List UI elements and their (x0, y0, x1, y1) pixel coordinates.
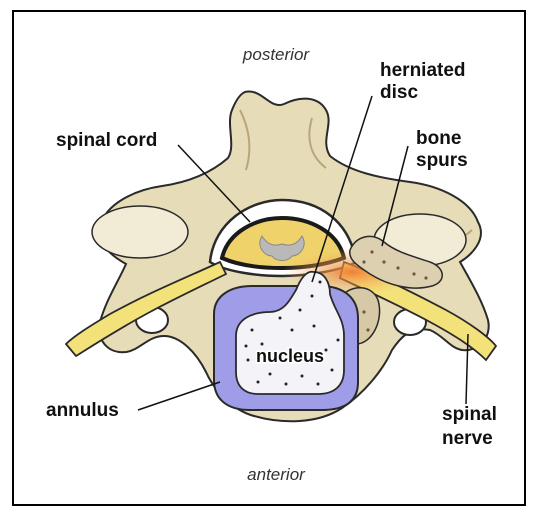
label-herniated-disc-line1: herniated (380, 60, 466, 81)
label-spinal-nerve-line1: spinal (442, 404, 497, 425)
label-bone-spurs-line1: bone (416, 128, 461, 149)
label-spinal-cord: spinal cord (56, 130, 157, 151)
label-spinal-nerve-line2: nerve (442, 428, 493, 449)
left-transverse-lobe (92, 206, 188, 258)
label-posterior: posterior (242, 45, 310, 64)
label-nucleus: nucleus (256, 346, 324, 366)
label-bone-spurs-line2: spurs (416, 150, 468, 171)
label-anterior: anterior (247, 465, 306, 484)
label-annulus: annulus (46, 400, 119, 421)
leader-annulus (138, 382, 220, 410)
label-herniated-disc-line2: disc (380, 82, 418, 103)
